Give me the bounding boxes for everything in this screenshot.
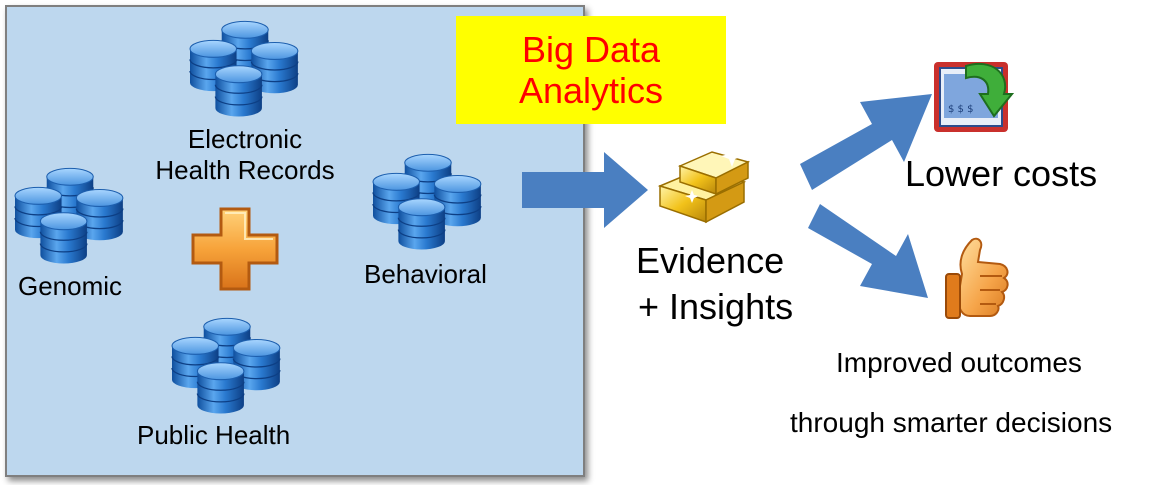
evidence-label: Evidence bbox=[636, 240, 785, 281]
lower-costs-label: Lower costs bbox=[905, 153, 1098, 194]
improved-outcomes-label: Improved outcomes bbox=[836, 347, 1082, 378]
big-data-analytics-banner: Big Data Analytics bbox=[456, 16, 726, 124]
ehr-label: Electronic Health Records bbox=[155, 124, 335, 185]
public-health-label: Public Health bbox=[137, 420, 291, 450]
behavioral-label: Behavioral bbox=[364, 259, 487, 289]
genomic-label: Genomic bbox=[18, 271, 123, 301]
arrow-up-right-icon bbox=[800, 94, 932, 190]
money-down-icon: $ $ $ bbox=[934, 62, 1015, 132]
database-cluster-icon bbox=[190, 15, 300, 125]
thumbs-up-icon bbox=[945, 237, 1009, 319]
smarter-decisions-label: through smarter decisions bbox=[790, 407, 1113, 438]
svg-text:$ $ $: $ $ $ bbox=[948, 104, 973, 115]
banner-line-1: Big Data bbox=[521, 28, 661, 70]
database-cluster-icon bbox=[15, 162, 125, 272]
database-cluster-icon bbox=[373, 148, 483, 258]
banner-line-2: Analytics bbox=[518, 70, 664, 111]
arrow-right-icon bbox=[522, 152, 648, 228]
arrow-down-right-icon bbox=[808, 204, 928, 298]
insights-label: + Insights bbox=[638, 286, 794, 327]
plus-icon bbox=[191, 207, 279, 291]
database-cluster-icon bbox=[172, 312, 282, 422]
gold-bars-icon bbox=[657, 146, 751, 224]
